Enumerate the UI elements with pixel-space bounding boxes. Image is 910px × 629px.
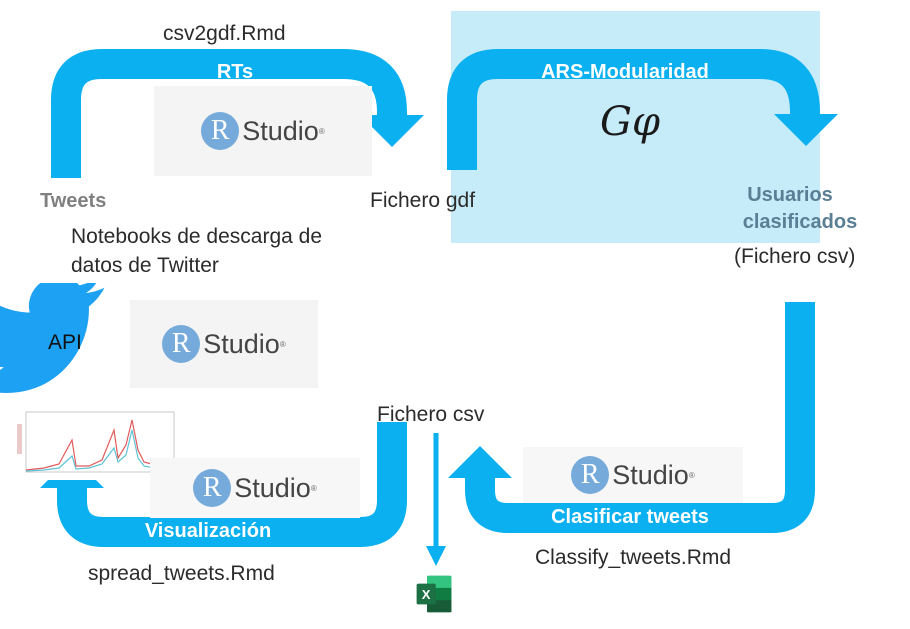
clasificar-arrowhead (448, 446, 512, 478)
usuarios-label-2: clasificados (742, 211, 858, 233)
rstudio-logo-icon: R Studio® (150, 458, 360, 518)
r-ball: R (201, 112, 240, 150)
rstudio-word: Studio (234, 472, 311, 503)
usuarios-label-1: Usuarios (747, 184, 833, 206)
rstudio-reg: ® (688, 470, 695, 480)
clasificar-label: Clasificar tweets (551, 506, 709, 528)
excel-arrowhead (426, 546, 446, 566)
api-label: API (48, 331, 82, 354)
rstudio-word: Studio (203, 328, 280, 359)
excel-letter: X (422, 587, 431, 602)
rstudio-logo-icon: R Studio® (154, 86, 372, 176)
rts-arrow (51, 49, 407, 178)
rstudio-reg: ® (318, 126, 325, 136)
excel-icon: X (416, 575, 452, 613)
ars-arrowhead (774, 114, 838, 146)
r-ball: R (571, 456, 610, 494)
tweets-label: Tweets (40, 190, 107, 212)
r-ball: R (162, 325, 201, 363)
rstudio-word: Studio (612, 459, 689, 490)
rstudio-word: Studio (242, 115, 319, 146)
clasificar-arrow (465, 302, 815, 533)
twitter-bird-icon (0, 283, 105, 393)
ars-label: ARS-Modularidad (541, 61, 709, 83)
rts-arrowhead (360, 115, 424, 147)
rstudio-reg: ® (310, 483, 317, 493)
spread-tweets-filename: spread_tweets.Rmd (88, 562, 275, 585)
visualizacion-label: Visualización (144, 520, 272, 542)
rstudio-reg: ® (279, 339, 286, 349)
fichero-gdf-label: Fichero gdf (370, 189, 476, 212)
r-ball: R (193, 469, 232, 507)
visualizacion-arrow (57, 422, 407, 547)
fichero-csv-paren-label: (Fichero csv) (734, 245, 856, 268)
gephi-logo-icon: Gφ (600, 99, 660, 145)
fichero-csv-label: Fichero csv (377, 403, 485, 426)
rstudio-logo-icon: R Studio® (523, 447, 743, 503)
rts-label: RTs (216, 61, 254, 83)
notebooks-line-1: Notebooks de descarga de (71, 225, 323, 248)
csv2gdf-filename: csv2gdf.Rmd (163, 22, 286, 45)
rstudio-logo-icon: R Studio® (130, 300, 318, 388)
classify-tweets-filename: Classify_tweets.Rmd (535, 546, 732, 569)
notebooks-line-2: datos de Twitter (71, 254, 219, 277)
ars-arrow (447, 49, 820, 170)
